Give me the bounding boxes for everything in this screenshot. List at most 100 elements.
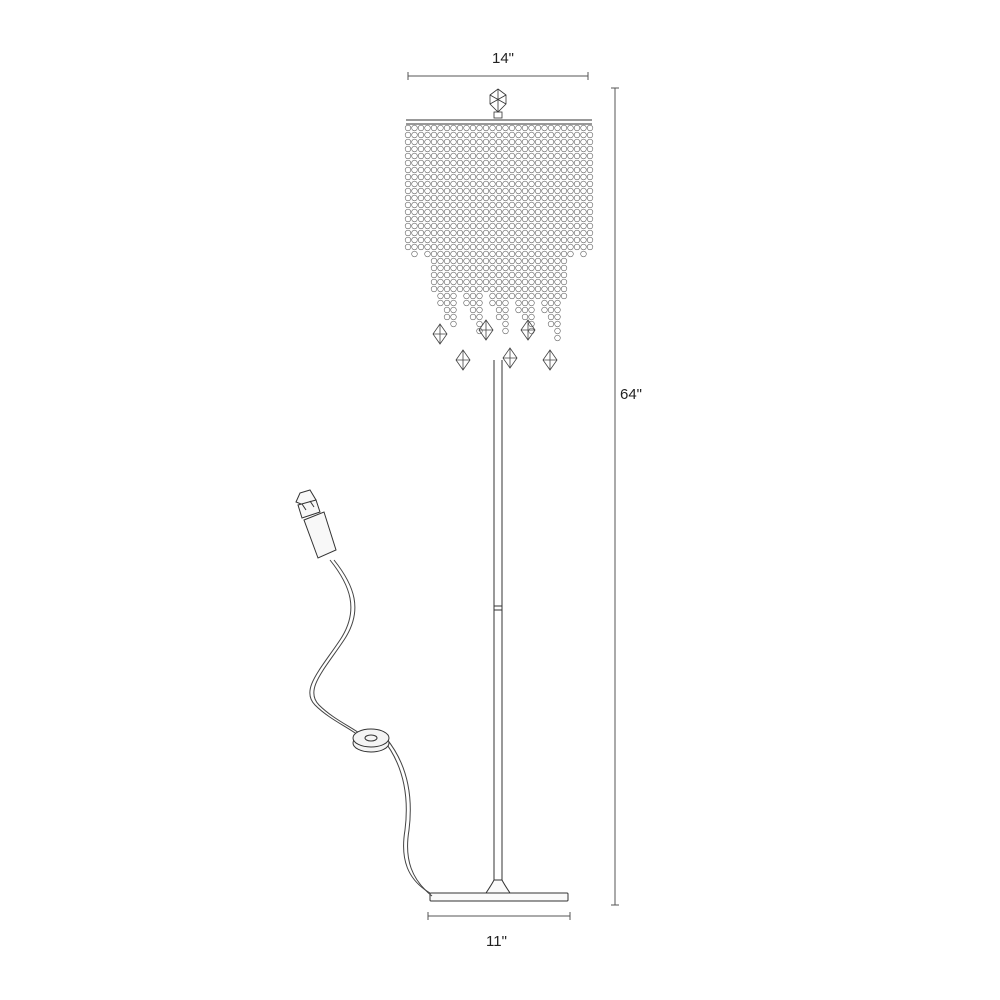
crystal-bead: [567, 166, 574, 174]
crystal-bead: [502, 215, 509, 223]
crystal-bead: [495, 201, 503, 209]
crystal-bead: [508, 257, 516, 265]
crystal-bead: [541, 285, 548, 293]
crystal-bead: [469, 187, 477, 195]
crystal-bead: [476, 313, 483, 321]
crystal-bead: [482, 194, 490, 202]
crystal-bead: [567, 229, 574, 237]
crystal-bead: [528, 180, 535, 188]
crystal-bead: [541, 131, 548, 139]
crystal-bead: [450, 215, 457, 223]
crystal-bead: [541, 138, 548, 146]
crystal-bead: [586, 180, 594, 188]
crystal-bead: [456, 131, 464, 139]
crystal-bead: [567, 180, 574, 188]
crystal-bead: [456, 222, 464, 230]
crystal-bead: [495, 229, 503, 237]
crystal-bead: [580, 173, 587, 181]
crystal-bead: [580, 131, 587, 139]
crystal-bead: [580, 222, 587, 230]
crystal-bead: [411, 243, 418, 251]
crystal-bead: [437, 236, 444, 244]
crystal-bead: [573, 215, 581, 223]
crystal-bead: [443, 166, 451, 174]
crystal-bead: [586, 229, 594, 237]
crystal-bead: [541, 257, 548, 265]
crystal-bead: [528, 145, 535, 153]
crystal-bead: [430, 243, 438, 251]
crystal-bead: [502, 187, 509, 195]
crystal-bead: [430, 250, 438, 258]
crystal-bead: [495, 257, 503, 265]
crystal-bead: [573, 145, 581, 153]
crystal-bead: [489, 152, 496, 160]
crystal-bead: [586, 138, 594, 146]
crystal-bead: [489, 215, 496, 223]
crystal-bead: [515, 124, 522, 132]
crystal-bead: [463, 250, 470, 258]
crystal-bead: [456, 285, 464, 293]
crystal-bead: [482, 285, 490, 293]
crystal-bead: [489, 271, 496, 279]
crystal-bead: [521, 264, 529, 272]
crystal-bead: [476, 229, 483, 237]
crystal-bead: [521, 278, 529, 286]
crystal-bead: [456, 187, 464, 195]
crystal-bead: [495, 222, 503, 230]
crystal-bead: [476, 180, 483, 188]
crystal-bead: [482, 278, 490, 286]
crystal-bead: [554, 285, 561, 293]
crystal-bead: [463, 124, 470, 132]
crystal-bead: [534, 243, 542, 251]
crystal-bead: [502, 180, 509, 188]
crystal-bead: [437, 299, 444, 307]
crystal-bead: [521, 229, 529, 237]
crystal-bead: [443, 215, 451, 223]
crystal-bead: [521, 208, 529, 216]
crystal-bead: [573, 138, 581, 146]
crystal-bead: [476, 292, 483, 300]
crystal-bead: [541, 222, 548, 230]
crystal-bead: [495, 215, 503, 223]
crystal-bead: [528, 215, 535, 223]
crystal-bead: [508, 152, 516, 160]
crystal-bead: [528, 187, 535, 195]
crystal-bead: [534, 145, 542, 153]
crystal-bead: [560, 215, 568, 223]
crystal-bead: [456, 257, 464, 265]
crystal-bead: [456, 152, 464, 160]
crystal-bead: [528, 327, 535, 335]
crystal-bead: [450, 194, 457, 202]
crystal-bead: [528, 124, 535, 132]
crystal-bead: [495, 180, 503, 188]
crystal-bead: [560, 159, 568, 167]
crystal-bead: [547, 313, 555, 321]
crystal-bead: [554, 327, 561, 335]
crystal-bead: [528, 299, 535, 307]
crystal-bead: [534, 222, 542, 230]
crystal-bead: [573, 243, 581, 251]
crystal-bead: [580, 201, 587, 209]
crystal-bead: [554, 243, 561, 251]
crystal-bead: [437, 124, 444, 132]
crystal-bead: [417, 236, 425, 244]
crystal-bead: [515, 159, 522, 167]
crystal-bead: [489, 187, 496, 195]
crystal-bead: [450, 124, 457, 132]
crystal-bead: [450, 138, 457, 146]
crystal-bead: [424, 159, 431, 167]
crystal-bead: [495, 299, 503, 307]
crystal-bead: [450, 201, 457, 209]
crystal-bead: [541, 271, 548, 279]
crystal-bead: [508, 229, 516, 237]
crystal-bead: [469, 306, 477, 314]
crystal-bead: [443, 250, 451, 258]
crystal-bead: [515, 173, 522, 181]
crystal-bead: [424, 138, 431, 146]
crystal-bead: [573, 173, 581, 181]
crystal-bead: [554, 271, 561, 279]
crystal-bead: [411, 159, 418, 167]
crystal-bead: [541, 208, 548, 216]
crystal-bead: [476, 320, 483, 328]
